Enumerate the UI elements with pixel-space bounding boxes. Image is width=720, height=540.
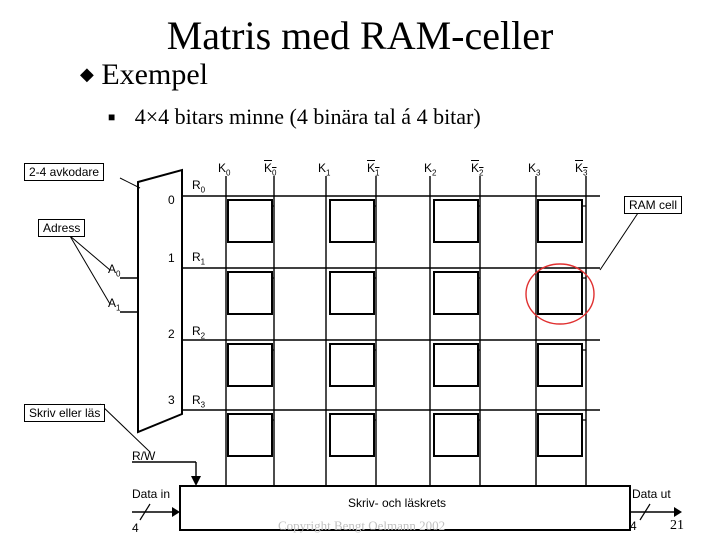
row-label-r2-base: R	[192, 324, 201, 338]
col-label-k0-bar: K0	[264, 161, 276, 177]
ram-cell-r1-c2	[433, 271, 479, 315]
address-label: Adress	[38, 219, 86, 237]
row-label-r3: R3	[192, 393, 205, 409]
col-label-k3-base: K	[528, 161, 537, 175]
ram-cell-r2-c1	[329, 343, 375, 387]
rw-circuit-label: Skriv- och läskrets	[348, 496, 447, 510]
data-out-label: Data ut	[632, 487, 671, 501]
ram-cell-callout-pointer	[599, 209, 641, 271]
decoder-label: 2-4 avkodare	[24, 163, 105, 181]
bullet-level1-text: Exempel	[101, 58, 208, 91]
data-out-arrow-icon	[674, 507, 682, 517]
address-input-a0-sub: 0	[116, 269, 121, 279]
decoder-output-2: 2	[168, 327, 175, 341]
row-label-r1: R1	[192, 250, 205, 266]
col-label-k1-sub: 1	[326, 168, 331, 178]
row-label-r3-base: R	[192, 393, 201, 407]
col-label-k0-bar-base: K	[264, 161, 273, 175]
ram-cell-r1-c1	[329, 271, 375, 315]
address-input-a1-base: A	[108, 296, 117, 310]
ram-cell-r1-c0	[227, 271, 273, 315]
col-label-k2: K2	[424, 161, 436, 177]
ram-cell-r0-c1	[329, 199, 375, 243]
col-label-k2-bar: K2	[471, 161, 483, 177]
rw-callout-pointer	[99, 403, 151, 453]
col-label-k1-bar: K1	[367, 161, 379, 177]
bullet-level2: ■ 4×4 bitars minne (4 binära tal á 4 bit…	[108, 104, 481, 130]
rw-arrow-icon	[191, 476, 201, 486]
rw-input-label: Skriv eller läs	[24, 404, 106, 422]
ram-cell-r2-c2	[433, 343, 479, 387]
ram-cell-r2-c0	[227, 343, 273, 387]
row-label-r1-base: R	[192, 250, 201, 264]
ram-cell-r2-c3	[537, 343, 583, 387]
page-title: Matris med RAM-celler	[166, 13, 554, 58]
bullet-level2-text: 4×4 bitars minne (4 binära tal á 4 bitar…	[134, 104, 481, 129]
col-label-k3-bar: K3	[575, 161, 587, 177]
decoder-output-1: 1	[168, 251, 175, 265]
data-out-width: 4	[630, 519, 637, 533]
copyright-text: Copyright Bengt Oelmann 2002	[278, 518, 446, 533]
address-input-a1-sub: 1	[116, 303, 121, 313]
col-label-k0-bar-sub: 0	[272, 168, 277, 178]
bullet-level1: ◆ Exempel	[80, 58, 208, 92]
row-label-r0-base: R	[192, 178, 201, 192]
address-callout-pointer-a0	[69, 235, 111, 271]
col-label-k2-bar-sub: 2	[479, 168, 484, 178]
col-label-k3-bar-sub: 3	[583, 168, 588, 178]
address-input-a1: A1	[108, 296, 120, 312]
data-in-width: 4	[132, 521, 139, 535]
data-in-bus-slash	[139, 503, 151, 521]
col-label-k0-base: K	[218, 161, 227, 175]
ram-cell-r0-c3	[537, 199, 583, 243]
row-label-r0: R0	[192, 178, 205, 194]
ram-cell-r1-c3	[537, 271, 583, 315]
col-label-k2-sub: 2	[432, 168, 437, 178]
page-number: 21	[670, 518, 684, 533]
decoder-block	[137, 168, 183, 434]
col-label-k3-bar-base: K	[575, 161, 584, 175]
address-callout-pointer-a1	[69, 235, 111, 305]
col-label-k1-base: K	[318, 161, 327, 175]
decoder-output-0: 0	[168, 193, 175, 207]
data-out-bus-slash	[639, 503, 651, 521]
ram-cell-r3-c2	[433, 413, 479, 457]
ram-cell-r3-c3	[537, 413, 583, 457]
col-label-k1-bar-sub: 1	[375, 168, 380, 178]
row-label-r0-sub: 0	[200, 185, 206, 195]
data-in-label: Data in	[132, 487, 171, 501]
col-label-k2-base: K	[424, 161, 433, 175]
col-label-k1-bar-base: K	[367, 161, 376, 175]
ram-cell-r3-c0	[227, 413, 273, 457]
row-label-r3-sub: 3	[200, 400, 206, 410]
col-label-k1: K1	[318, 161, 330, 177]
ram-cell-r0-c0	[227, 199, 273, 243]
decoder-output-3: 3	[168, 393, 175, 407]
rw-circuit-block	[179, 485, 631, 531]
decoder-callout-pointer	[119, 177, 141, 189]
ram-cell-label: RAM cell	[624, 196, 683, 214]
diamond-bullet-icon: ◆	[80, 64, 94, 84]
col-label-k2-bar-base: K	[471, 161, 480, 175]
col-label-k0-sub: 0	[226, 168, 231, 178]
ram-cell-r0-c2	[433, 199, 479, 243]
data-in-arrow-icon	[172, 507, 180, 517]
ram-cell-highlight	[525, 263, 595, 325]
square-bullet-icon: ■	[108, 110, 116, 124]
address-input-a0: A0	[108, 262, 120, 278]
col-label-k3-sub: 3	[536, 168, 541, 178]
row-label-r1-sub: 1	[200, 257, 206, 267]
row-label-r2: R2	[192, 324, 205, 340]
col-label-k0: K0	[218, 161, 230, 177]
rw-label: R/W	[132, 449, 156, 463]
ram-cell-r3-c1	[329, 413, 375, 457]
address-input-a0-base: A	[108, 262, 117, 276]
col-label-k3: K3	[528, 161, 540, 177]
row-label-r2-sub: 2	[200, 331, 206, 341]
